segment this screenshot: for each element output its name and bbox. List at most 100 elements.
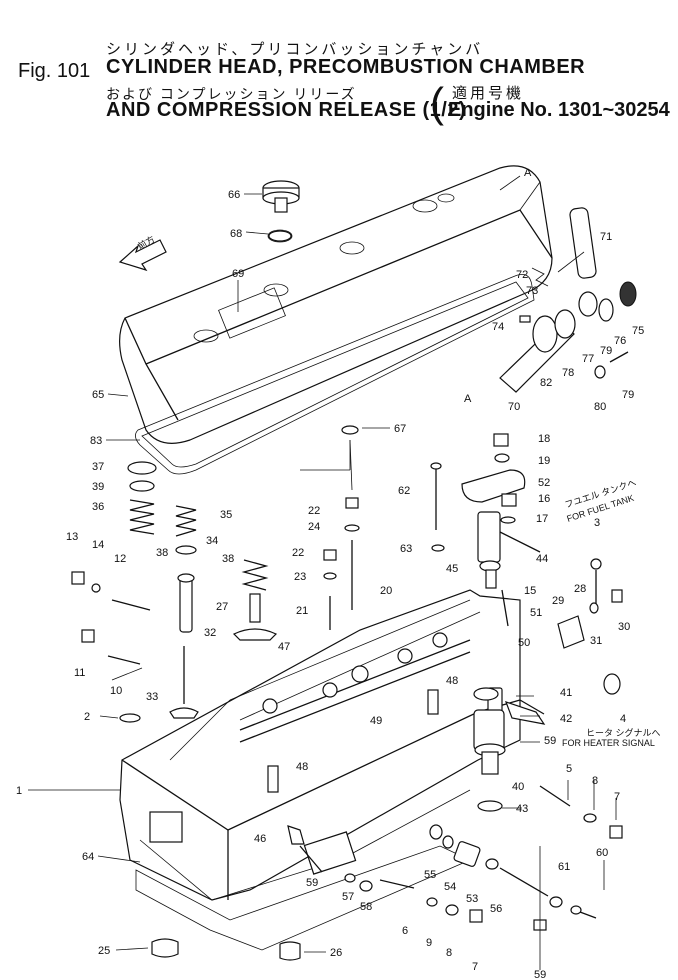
rocker-arm-assembly: [239, 632, 545, 793]
callout-7: 7: [614, 791, 620, 803]
callout-66: 66: [228, 189, 240, 201]
callout-7b: 7: [472, 961, 478, 973]
callout-48: 48: [446, 675, 458, 687]
callout-34: 34: [206, 535, 218, 547]
callout-14: 14: [92, 539, 104, 551]
callout-77: 77: [582, 353, 594, 365]
callout-55: 55: [424, 869, 436, 881]
heater-note: FOR HEATER SIGNAL: [562, 738, 655, 748]
callout-25: 25: [98, 945, 110, 957]
callout-23: 23: [294, 571, 306, 583]
callout-10: 10: [110, 685, 122, 697]
front-direction-arrow-icon: [118, 239, 167, 272]
callout-2: 2: [84, 711, 90, 723]
callout-6: 6: [402, 925, 408, 937]
callout-12: 12: [114, 553, 126, 565]
callout-70: 70: [508, 401, 520, 413]
figure-number: Fig. 101: [18, 60, 91, 82]
callout-5: 5: [566, 763, 572, 775]
callout-63: 63: [400, 543, 412, 555]
callout-80: 80: [594, 401, 606, 413]
applicability-bracket: (: [430, 79, 444, 126]
callout-29: 29: [552, 595, 564, 607]
callout-49: 49: [370, 715, 382, 727]
callout-79: 79: [600, 345, 612, 357]
callout-69: 69: [232, 268, 244, 280]
applicable-japanese: 適用号機: [452, 85, 525, 102]
callout-8b: 8: [446, 947, 452, 959]
callout-22b: 22: [292, 547, 304, 559]
callout-numbers: 66 68 69 65 83 71 72 73 74 82 78 77 79 7…: [16, 189, 644, 980]
callout-40: 40: [512, 781, 524, 793]
callout-13: 13: [66, 531, 78, 543]
callout-38: 38: [156, 547, 168, 559]
callout-57: 57: [342, 891, 354, 903]
callout-72: 72: [516, 269, 528, 281]
cylinder-head: [119, 589, 521, 901]
callout-24: 24: [308, 521, 320, 533]
callout-65: 65: [92, 389, 104, 401]
callout-8: 8: [592, 775, 598, 787]
callout-38b: 38: [222, 553, 234, 565]
callout-21: 21: [296, 605, 308, 617]
callout-46: 46: [254, 833, 266, 845]
callout-68: 68: [230, 228, 242, 240]
callout-15: 15: [524, 585, 536, 597]
callout-42: 42: [560, 713, 572, 725]
callout-36: 36: [92, 501, 104, 513]
valve-spring-stack: [119, 461, 278, 723]
callout-60: 60: [596, 847, 608, 859]
cylinder-head-cover: [119, 165, 553, 444]
callout-3: 3: [594, 517, 600, 529]
callout-35: 35: [220, 509, 232, 521]
callout-78: 78: [562, 367, 574, 379]
callout-59b: 59: [534, 969, 546, 980]
callout-64: 64: [82, 851, 94, 863]
cap-washer: [268, 230, 292, 242]
callout-53: 53: [466, 893, 478, 905]
mark-a-top: A: [524, 167, 532, 179]
callout-52: 52: [538, 477, 550, 489]
compression-release-assembly: [499, 207, 637, 393]
callout-39: 39: [92, 481, 104, 493]
callout-59c: 59: [306, 877, 318, 889]
callout-44: 44: [536, 553, 548, 565]
callout-16: 16: [538, 493, 550, 505]
callout-71: 71: [600, 231, 612, 243]
injector-assembly: [461, 433, 541, 589]
cover-gasket: [135, 273, 535, 475]
studs-and-bolts: [71, 425, 623, 839]
callout-50: 50: [518, 637, 530, 649]
callout-9: 9: [426, 937, 432, 949]
callout-48b: 48: [296, 761, 308, 773]
title-line-1: CYLINDER HEAD, PRECOMBUSTION CHAMBER: [106, 56, 586, 78]
oil-filler-cap: [262, 180, 300, 213]
callout-32: 32: [204, 627, 216, 639]
callout-30: 30: [618, 621, 630, 633]
callout-leader-lines: [28, 175, 617, 970]
applicable-engine-range: Engine No. 1301~30254: [448, 99, 670, 121]
callout-79b: 79: [622, 389, 634, 401]
mark-a-left: A: [464, 393, 472, 405]
precombustion-chamber-parts: [429, 589, 623, 919]
callout-17: 17: [536, 513, 548, 525]
callout-11: 11: [74, 667, 85, 679]
callout-61: 61: [558, 861, 570, 873]
callout-1: 1: [16, 785, 22, 797]
callout-28: 28: [574, 583, 586, 595]
callout-83: 83: [90, 435, 102, 447]
callout-51: 51: [530, 607, 542, 619]
callout-74: 74: [492, 321, 504, 333]
head-gasket: [135, 845, 471, 951]
callout-18: 18: [538, 433, 550, 445]
callout-47: 47: [278, 641, 290, 653]
callout-75: 75: [632, 325, 644, 337]
callout-54: 54: [444, 881, 456, 893]
callout-20: 20: [380, 585, 392, 597]
callout-73: 73: [526, 285, 538, 297]
callout-56: 56: [490, 903, 502, 915]
callout-82: 82: [540, 377, 552, 389]
title-line-2: AND COMPRESSION RELEASE (1/2): [106, 99, 467, 121]
callout-43: 43: [516, 803, 528, 815]
